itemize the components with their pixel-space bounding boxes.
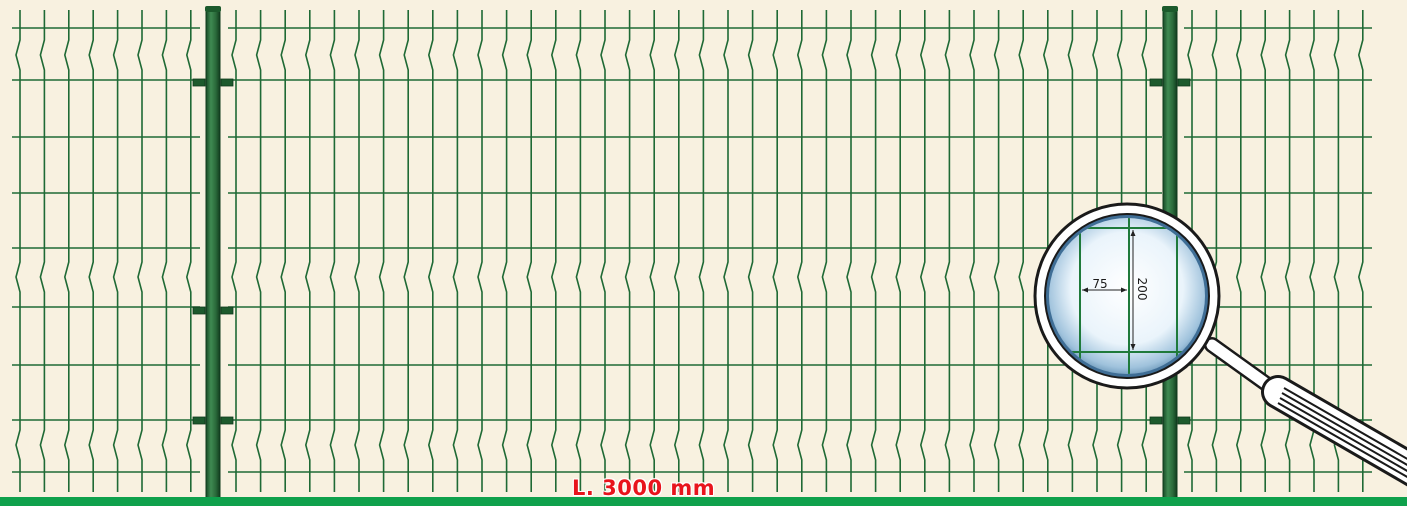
post-clip <box>220 416 234 425</box>
post-clip <box>192 78 206 87</box>
post-clip <box>220 306 234 315</box>
length-label: L. 3000 mm <box>572 476 716 500</box>
post-clip <box>220 78 234 87</box>
mesh-panel <box>12 10 200 492</box>
mesh-height-label: 200 <box>1135 278 1149 301</box>
magnifier-lens <box>1049 218 1205 374</box>
post-clip <box>1177 416 1191 425</box>
post-clip <box>192 416 206 425</box>
post-clip <box>1177 78 1191 87</box>
mesh-panel <box>228 10 1162 492</box>
post-clip <box>1149 416 1163 425</box>
fence-post <box>192 6 234 501</box>
magnifier-icon: 75 200 <box>1033 202 1407 487</box>
post-clip <box>1149 78 1163 87</box>
mesh-width-label: 75 <box>1092 277 1107 291</box>
ground-line <box>0 497 1407 506</box>
magnifier-handle <box>1204 337 1407 487</box>
post-clip <box>192 306 206 315</box>
